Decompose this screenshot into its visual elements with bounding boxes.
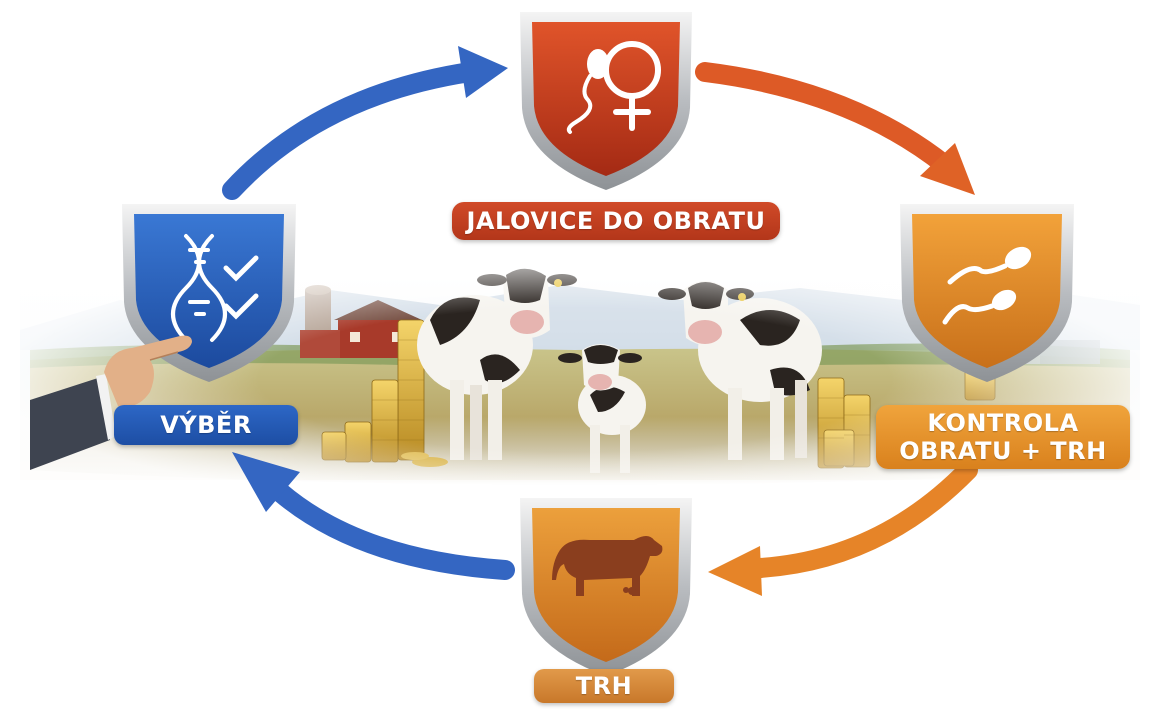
- arrow-vyber-to-jalovice: [222, 62, 480, 200]
- label-trh: TRH: [534, 669, 674, 703]
- arrow-jalovice-to-kontrola: [695, 62, 955, 175]
- cycle-arrows: [222, 46, 978, 596]
- label-jalovice: JALOVICE DO OBRATU: [452, 202, 780, 240]
- label-kontrola: KONTROLA OBRATU + TRH: [876, 405, 1130, 469]
- dna-checklist-icon: [171, 234, 259, 342]
- shield-vyber: [122, 204, 296, 382]
- label-vyber: VÝBĚR: [114, 405, 298, 445]
- arrow-head-bottom-left: [232, 452, 300, 512]
- arrow-kontrola-to-trh: [750, 460, 978, 578]
- shield-trh: [520, 498, 692, 676]
- shield-kontrola: [900, 204, 1074, 382]
- label-kontrola-line1: KONTROLA: [927, 409, 1079, 437]
- arrow-trh-to-vyber: [270, 482, 515, 580]
- arrow-head-top-right: [920, 143, 975, 195]
- pointing-hand-icon: [30, 335, 192, 470]
- arrow-head-bottom-right: [708, 546, 762, 596]
- shield-jalovice: [520, 12, 692, 190]
- sperm-cells-icon: [942, 246, 1032, 325]
- arrow-head-top-left: [458, 46, 508, 98]
- cow-silhouette-icon: [552, 536, 663, 596]
- label-kontrola-line2: OBRATU + TRH: [899, 437, 1107, 465]
- sperm-female-symbol-icon: [566, 41, 661, 134]
